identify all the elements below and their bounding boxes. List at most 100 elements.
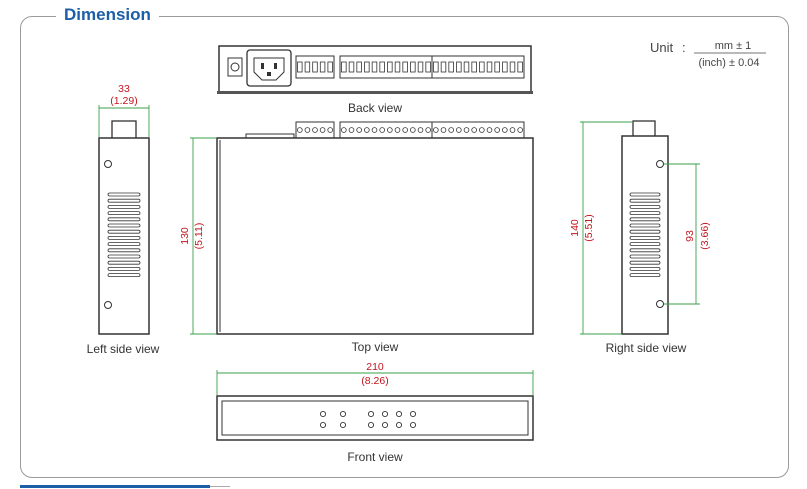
terminal-pin [509, 61, 516, 73]
terminal-screw [319, 127, 326, 133]
terminal-screw [463, 127, 470, 133]
terminal-pin [379, 61, 385, 73]
terminal-pin [517, 61, 523, 73]
dc-jack [227, 57, 243, 77]
terminal-screw [296, 127, 303, 133]
depth-mm: 130 [179, 227, 191, 245]
unit-inch: (inch) ± 0.04 [698, 57, 759, 69]
terminal-screw [440, 127, 447, 133]
led-indicator [367, 410, 375, 418]
terminal-pin [348, 61, 355, 73]
left-side-screw-top [104, 160, 112, 168]
vent-slot [107, 266, 141, 271]
terminal-pin [341, 61, 347, 73]
terminal-screw [425, 127, 431, 133]
terminal-screw [312, 127, 318, 133]
terminal-pin [456, 61, 462, 73]
terminal-pin [312, 61, 318, 73]
terminal-pin [479, 61, 485, 73]
vent-slot [629, 192, 661, 197]
hole-pitch-inch: (3.66) [699, 222, 711, 249]
height-mm: 140 [569, 219, 581, 237]
right-side-view-label: Right side view [606, 341, 687, 355]
terminal-screw [486, 127, 493, 133]
front-view-label: Front view [347, 450, 403, 464]
terminal-screw [517, 127, 523, 133]
left-side-view-label: Left side view [87, 342, 160, 356]
left-side-terminal [111, 120, 137, 140]
terminal-screw [456, 127, 462, 133]
terminal-screw [433, 127, 439, 133]
vent-slot [629, 254, 661, 259]
terminal-pin [448, 61, 454, 73]
terminal-screw [348, 127, 355, 133]
vent-slot [107, 217, 141, 222]
right-side-screw-bottom [656, 300, 664, 308]
vent-slot [629, 223, 661, 228]
top-view-label: Top view [352, 340, 399, 354]
section-title: Dimension [56, 5, 159, 25]
vent-slot [107, 248, 141, 253]
left-side-view [98, 120, 150, 335]
terminal-pin [364, 61, 370, 73]
led-indicator [319, 410, 327, 418]
width-mm: 33 [118, 83, 130, 95]
terminal-pin [417, 61, 424, 73]
terminal-pin [297, 61, 303, 73]
vent-slot [107, 260, 141, 265]
terminal-pin [371, 61, 378, 73]
terminal-pin [486, 61, 493, 73]
back-terminal-blocks [295, 55, 525, 79]
terminal-pin [319, 61, 326, 73]
terminal-screw [479, 127, 485, 133]
depth-dimension: 130 (5.11) [179, 137, 216, 335]
led-indicator [367, 421, 375, 429]
hole-pitch-mm: 93 [684, 230, 696, 242]
left-side-screw-bottom [104, 301, 112, 309]
led-indicator [339, 410, 347, 418]
terminal-screw [356, 127, 362, 133]
terminal-pin [356, 61, 362, 73]
power-pin-right [274, 63, 277, 69]
terminal-pin [387, 61, 393, 73]
led-indicator [395, 410, 403, 418]
led-indicator [395, 421, 403, 429]
vent-slot [107, 242, 141, 247]
length-mm: 210 [366, 361, 384, 373]
top-view [216, 121, 534, 335]
led-indicator [409, 421, 417, 429]
vent-slot [629, 211, 661, 216]
power-pin-left [261, 63, 264, 69]
back-view-base [217, 91, 533, 94]
terminal-screw [379, 127, 385, 133]
led-indicator [381, 421, 389, 429]
terminal-screw [371, 127, 378, 133]
terminal-pin [494, 61, 500, 73]
terminal-screw [394, 127, 401, 133]
vent-slot [629, 260, 661, 265]
top-terminal-blocks [295, 121, 525, 139]
front-view [216, 395, 534, 441]
frame-title-line [34, 16, 56, 17]
vent-slot [107, 192, 141, 197]
terminal-screw [448, 127, 454, 133]
terminal-pin [410, 61, 416, 73]
led-indicator [339, 421, 347, 429]
power-socket-inner [253, 57, 285, 81]
terminal-screw [471, 127, 477, 133]
terminal-pin [463, 61, 470, 73]
terminal-screw [304, 127, 311, 133]
height-dimension: 140 (5.51) [569, 121, 632, 335]
terminal-screw [341, 127, 347, 133]
depth-inch: (5.11) [193, 223, 205, 250]
unit-mm: mm ± 1 [715, 40, 752, 52]
terminal-screw [509, 127, 516, 133]
left-side-vents [107, 192, 141, 278]
unit-colon: : [682, 40, 686, 55]
vent-slot [629, 229, 661, 234]
top-view-body [216, 137, 534, 335]
terminal-screw [502, 127, 508, 133]
vent-slot [629, 266, 661, 271]
terminal-block [431, 55, 525, 79]
terminal-screw [494, 127, 500, 133]
